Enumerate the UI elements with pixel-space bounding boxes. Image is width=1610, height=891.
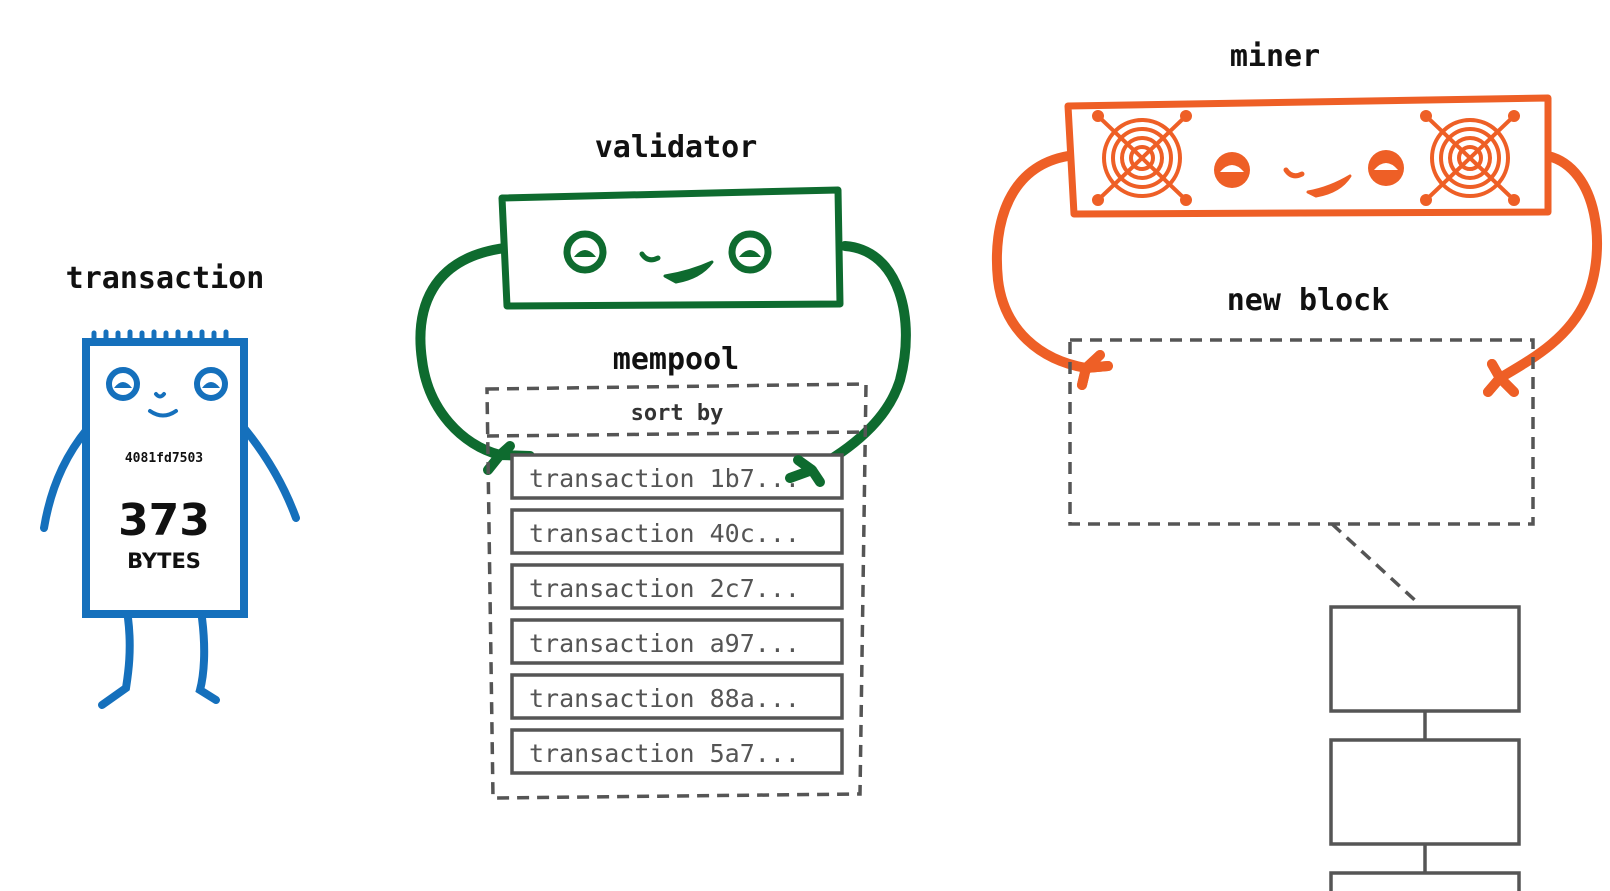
new-block-container xyxy=(1068,338,1535,526)
miner-body xyxy=(1064,94,1552,218)
validator-title: validator xyxy=(595,130,758,165)
validator-mouth xyxy=(663,260,714,284)
sort-by-label: sort by xyxy=(631,401,724,426)
miner-left-arm xyxy=(991,151,1091,373)
transaction-right-leg xyxy=(195,614,220,704)
chain-block xyxy=(1329,605,1521,713)
mempool: mempool sort by transaction 1b7... trans… xyxy=(485,342,868,800)
new-block-link xyxy=(1330,522,1420,605)
validator-right-arm xyxy=(807,241,911,475)
fan-icon xyxy=(1420,110,1520,206)
miner-mouth xyxy=(1306,174,1352,198)
validator-body xyxy=(498,186,844,310)
list-item: transaction 88a... xyxy=(510,673,844,720)
list-item: transaction a97... xyxy=(510,618,844,665)
transaction-title: transaction xyxy=(66,261,265,296)
validator-right-eye xyxy=(728,230,772,274)
chain-block xyxy=(1329,871,1521,891)
transaction-size-unit: BYTES xyxy=(127,549,201,573)
mempool-list: transaction 1b7... transaction 40c... tr… xyxy=(510,453,844,775)
list-item-label: transaction 1b7... xyxy=(529,464,800,493)
chain-block xyxy=(1329,738,1521,846)
fan-icon xyxy=(1092,110,1192,206)
validator-node: validator xyxy=(415,130,911,487)
transaction-left-arm xyxy=(40,424,92,532)
miner-left-eye xyxy=(1214,152,1250,188)
transaction-left-leg xyxy=(98,614,134,709)
miner-right-hand-overlay xyxy=(1483,359,1519,397)
list-item: transaction 2c7... xyxy=(510,563,844,610)
sort-divider xyxy=(486,430,867,438)
blockchain xyxy=(1329,605,1521,891)
miner-right-eye xyxy=(1368,150,1404,186)
list-item-label: transaction 40c... xyxy=(529,519,800,548)
list-item-label: transaction 2c7... xyxy=(529,574,800,603)
list-item: transaction 40c... xyxy=(510,508,844,555)
mempool-title: mempool xyxy=(613,342,739,377)
transaction-right-eye xyxy=(194,367,228,401)
transaction-nose xyxy=(154,392,166,399)
transaction-smile xyxy=(148,409,178,418)
transaction-left-eye xyxy=(106,367,140,401)
miner-nose xyxy=(1283,167,1305,179)
new-block-title: new block xyxy=(1227,283,1390,318)
validator-right-hand-overlay xyxy=(785,455,825,487)
mempool-container xyxy=(485,382,868,800)
list-item: transaction 1b7... xyxy=(510,453,844,500)
validator-left-arm xyxy=(415,243,510,460)
miner-left-hand-overlay xyxy=(1077,350,1113,390)
list-item: transaction 5a7... xyxy=(510,728,844,775)
transaction-right-arm xyxy=(240,424,300,522)
list-item-label: transaction a97... xyxy=(529,629,800,658)
miner-title: miner xyxy=(1230,39,1320,74)
list-item-label: transaction 88a... xyxy=(529,684,800,713)
transaction-id: 4081fd7503 xyxy=(125,451,203,466)
transaction-size-value: 373 xyxy=(118,495,210,546)
validator-nose xyxy=(639,251,661,263)
validator-left-eye xyxy=(563,230,607,274)
transaction-character: transaction xyxy=(40,261,300,709)
list-item-label: transaction 5a7... xyxy=(529,739,800,768)
new-block: new block xyxy=(1068,283,1535,605)
